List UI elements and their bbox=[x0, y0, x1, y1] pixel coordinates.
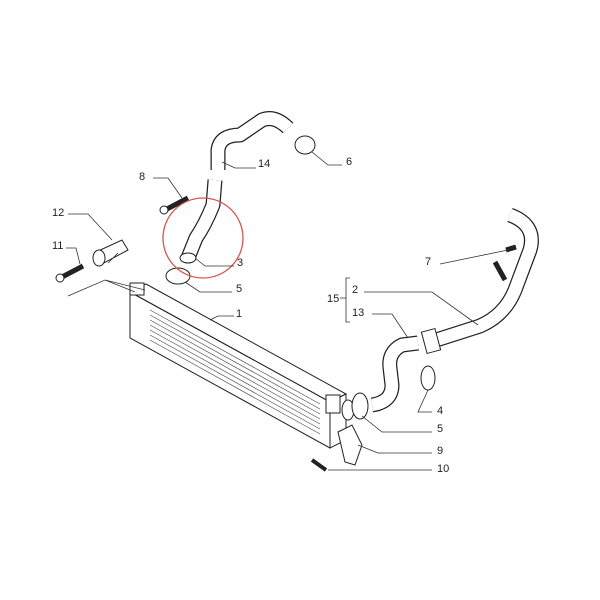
highlight-circle bbox=[162, 197, 244, 279]
label-11: 11 bbox=[52, 240, 63, 252]
label-9: 9 bbox=[437, 445, 443, 457]
bracket-part-9[interactable] bbox=[337, 424, 363, 466]
spacer-part-12[interactable] bbox=[92, 239, 129, 267]
label-3: 3 bbox=[237, 257, 243, 269]
clamp-part-5b[interactable] bbox=[351, 392, 369, 420]
label-2: 2 bbox=[352, 284, 358, 296]
label-12: 12 bbox=[52, 207, 64, 219]
label-5: 5 bbox=[236, 283, 242, 295]
label-15: 15 bbox=[327, 293, 339, 305]
label-13: 13 bbox=[352, 307, 364, 319]
label-7: 7 bbox=[425, 256, 431, 268]
clamp-part-4[interactable] bbox=[420, 365, 436, 391]
bolt-part-7[interactable] bbox=[505, 244, 517, 253]
hose-part-3[interactable] bbox=[179, 179, 223, 264]
bolt-part-11[interactable] bbox=[55, 263, 85, 283]
bolt-part-10[interactable] bbox=[310, 458, 328, 472]
label-1: 1 bbox=[236, 308, 242, 320]
label-8: 8 bbox=[139, 171, 145, 183]
hose-part-14[interactable] bbox=[210, 111, 294, 170]
label-5b: 5 bbox=[437, 423, 443, 435]
label-4: 4 bbox=[437, 405, 443, 417]
leader-lines bbox=[66, 151, 509, 471]
hose-part-13[interactable] bbox=[370, 335, 419, 413]
label-6: 6 bbox=[346, 156, 352, 168]
label-14: 14 bbox=[258, 158, 270, 170]
hose-part-2[interactable] bbox=[420, 207, 539, 355]
clamp-part-5[interactable] bbox=[165, 267, 191, 285]
clamp-part-6[interactable] bbox=[294, 135, 316, 155]
label-10: 10 bbox=[437, 463, 449, 475]
bolt-part-8[interactable] bbox=[159, 195, 190, 215]
intercooler-part-1[interactable] bbox=[128, 282, 355, 449]
